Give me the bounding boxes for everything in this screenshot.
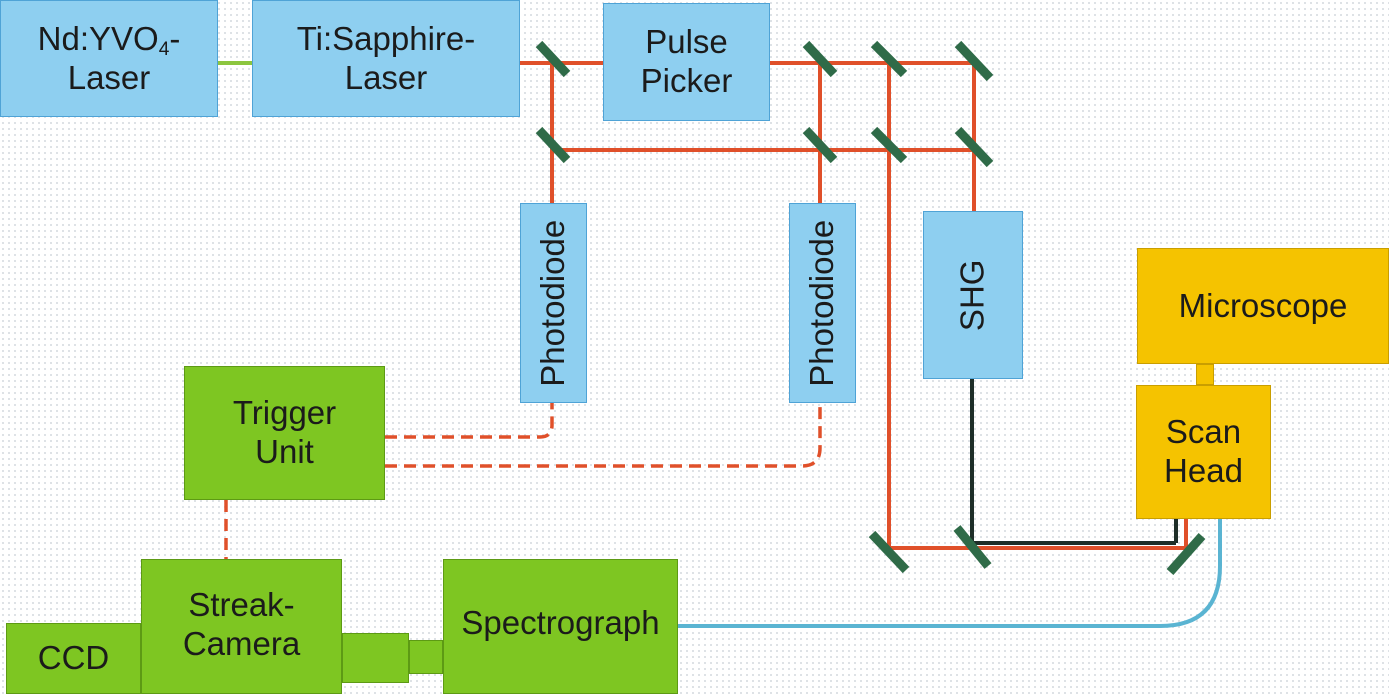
ccd: CCD <box>6 623 141 694</box>
mirror-icon <box>954 40 994 82</box>
shg-label: SHG <box>953 259 991 331</box>
ccd-label: CCD <box>37 639 110 677</box>
spectrograph: Spectrograph <box>443 559 678 694</box>
trigger-signal-lines <box>224 403 822 559</box>
shg-beam <box>970 379 1178 545</box>
mirror-icon <box>535 40 571 78</box>
scan-head-label-line2: Head <box>1164 452 1243 489</box>
mirror-icon <box>1166 533 1206 575</box>
microscope-connector <box>1196 364 1214 385</box>
pulse-picker: Pulse Picker <box>603 3 770 121</box>
trigger-unit-label-line1: Trigger <box>232 394 337 432</box>
mirror-icon <box>802 40 838 78</box>
trigger-unit-label-line2: Unit <box>255 433 314 470</box>
photodiode-1: Photodiode <box>520 203 587 403</box>
mirror-icon <box>954 126 994 168</box>
pulse-picker-label-line2: Picker <box>640 62 733 99</box>
spectrograph-label: Spectrograph <box>461 604 660 641</box>
photodiode-2: Photodiode <box>789 203 856 403</box>
pulse-picker-label-line1: Pulse <box>645 23 728 61</box>
streak-camera-label-line2: Camera <box>182 624 301 662</box>
microscope-label: Microscope <box>1178 286 1348 324</box>
mirror-icon <box>868 530 910 574</box>
mirror-icon <box>870 40 908 78</box>
streak-camera-label-line1: Streak- <box>188 586 295 623</box>
mirror-icon <box>953 525 992 569</box>
mirrors <box>535 40 1206 575</box>
ndyvo4-laser: Nd:YVO4- Laser <box>0 0 218 117</box>
microscope: Microscope <box>1137 248 1389 364</box>
trigger-unit: Trigger Unit <box>184 366 385 500</box>
streak-camera-coupler <box>409 640 443 674</box>
mirror-icon <box>802 126 838 164</box>
mirror-icon <box>870 126 908 164</box>
ndyvo4-label-line2: Laser <box>67 58 151 96</box>
ndyvo4-label-line1: Nd:YVO4- <box>37 19 181 60</box>
scan-head-label-line1: Scan <box>1165 413 1242 451</box>
optical-fiber <box>678 519 1222 628</box>
streak-camera: Streak- Camera <box>141 559 342 694</box>
mirror-icon <box>535 126 571 164</box>
ti-sapphire-label-line2: Laser <box>344 58 428 96</box>
shg-unit: SHG <box>923 211 1023 379</box>
scan-head: Scan Head <box>1136 385 1271 519</box>
streak-camera-input-tube <box>342 633 409 683</box>
ti-sapphire-laser: Ti:Sapphire- Laser <box>252 0 520 117</box>
photodiode-1-label: Photodiode <box>534 219 572 387</box>
photodiode-2-label: Photodiode <box>803 219 841 387</box>
ti-sapphire-label-line1: Ti:Sapphire- <box>296 19 476 57</box>
